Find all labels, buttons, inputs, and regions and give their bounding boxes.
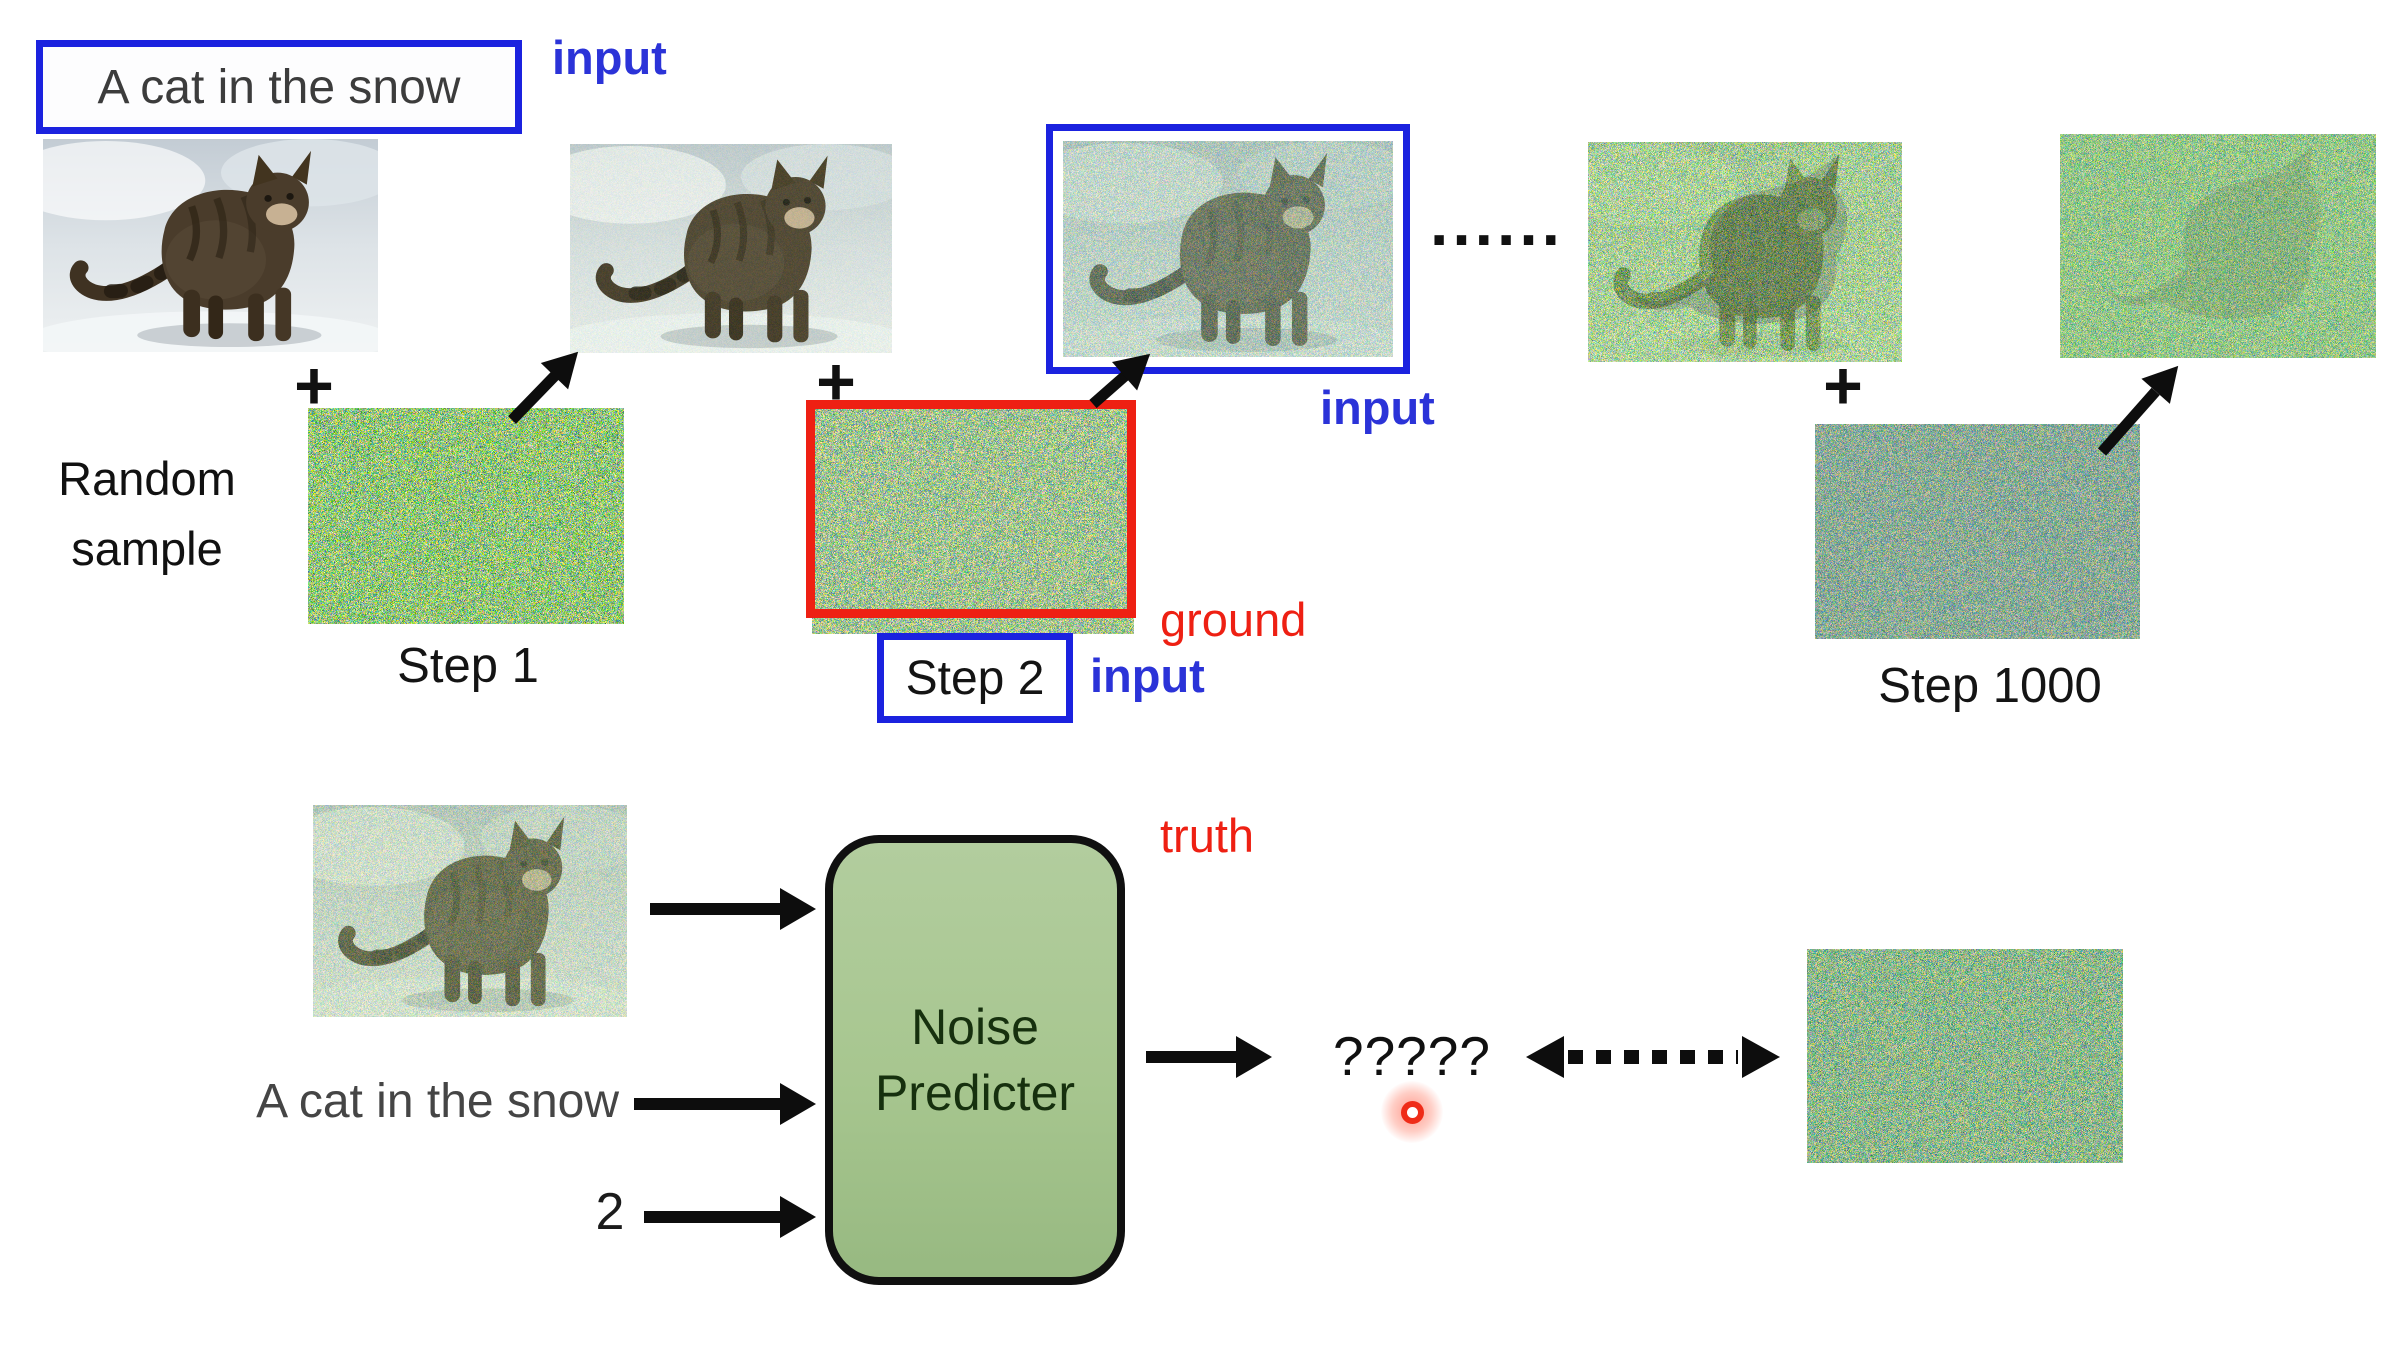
input-label-noisy-cat: input <box>1320 381 1435 434</box>
noise-sample-step2-image <box>812 408 1134 634</box>
input-label-prompt: input <box>552 31 667 84</box>
arrow-predictor-output <box>1146 1036 1272 1078</box>
noisy-cat-input-image <box>1063 141 1393 357</box>
step-number-label: 2 <box>595 1183 625 1241</box>
step1-label: Step 1 <box>397 639 539 693</box>
slightly-noisy-cat-image <box>570 144 892 353</box>
step1000-label: Step 1000 <box>1878 659 2102 713</box>
arrow-prompt-to-predictor <box>634 1083 816 1125</box>
noise-target-image <box>1807 949 2123 1163</box>
dotted-compare-arrow <box>1526 1036 1780 1078</box>
very-noisy-cat-image <box>1588 142 1902 362</box>
noisy-cat-input-blue-frame <box>1046 124 1410 374</box>
prompt-bottom-label: A cat in the snow <box>256 1075 619 1128</box>
pure-noise-final-image <box>2060 134 2376 358</box>
arrow-image-to-predictor <box>650 888 816 930</box>
prompt-text: A cat in the snow <box>97 60 461 114</box>
noise-sample-step1000-image <box>1815 424 2140 639</box>
ground-truth-red-frame <box>806 400 1136 618</box>
noise-predicter-line2: Predicter <box>874 1065 1076 1121</box>
noise-predicter-line1: Noise <box>911 999 1039 1055</box>
plus-sign-step1000: + <box>1823 348 1863 424</box>
ground-truth-label: ground truth <box>1160 593 1307 862</box>
noise-predicter-box: Noise Predicter <box>825 835 1125 1285</box>
random-sample-label: Random sample <box>58 452 236 575</box>
ellipsis-dots: ...... <box>1430 185 1565 259</box>
laser-pointer-dot <box>1381 1081 1443 1143</box>
laser-pointer-ring <box>1400 1100 1424 1124</box>
noisy-cat-predictor-input-image <box>313 805 627 1017</box>
clean-cat-image <box>43 139 378 352</box>
arrow-step-to-predictor <box>644 1196 816 1238</box>
step2-input-box: Step 2 <box>877 633 1073 723</box>
step2-label: Step 2 <box>905 651 1045 705</box>
noise-sample-step1-image <box>308 408 624 624</box>
predicted-noise-placeholder: ????? <box>1333 1025 1491 1087</box>
input-label-step2: input <box>1090 649 1205 702</box>
prompt-text-box: A cat in the snow <box>36 40 522 134</box>
